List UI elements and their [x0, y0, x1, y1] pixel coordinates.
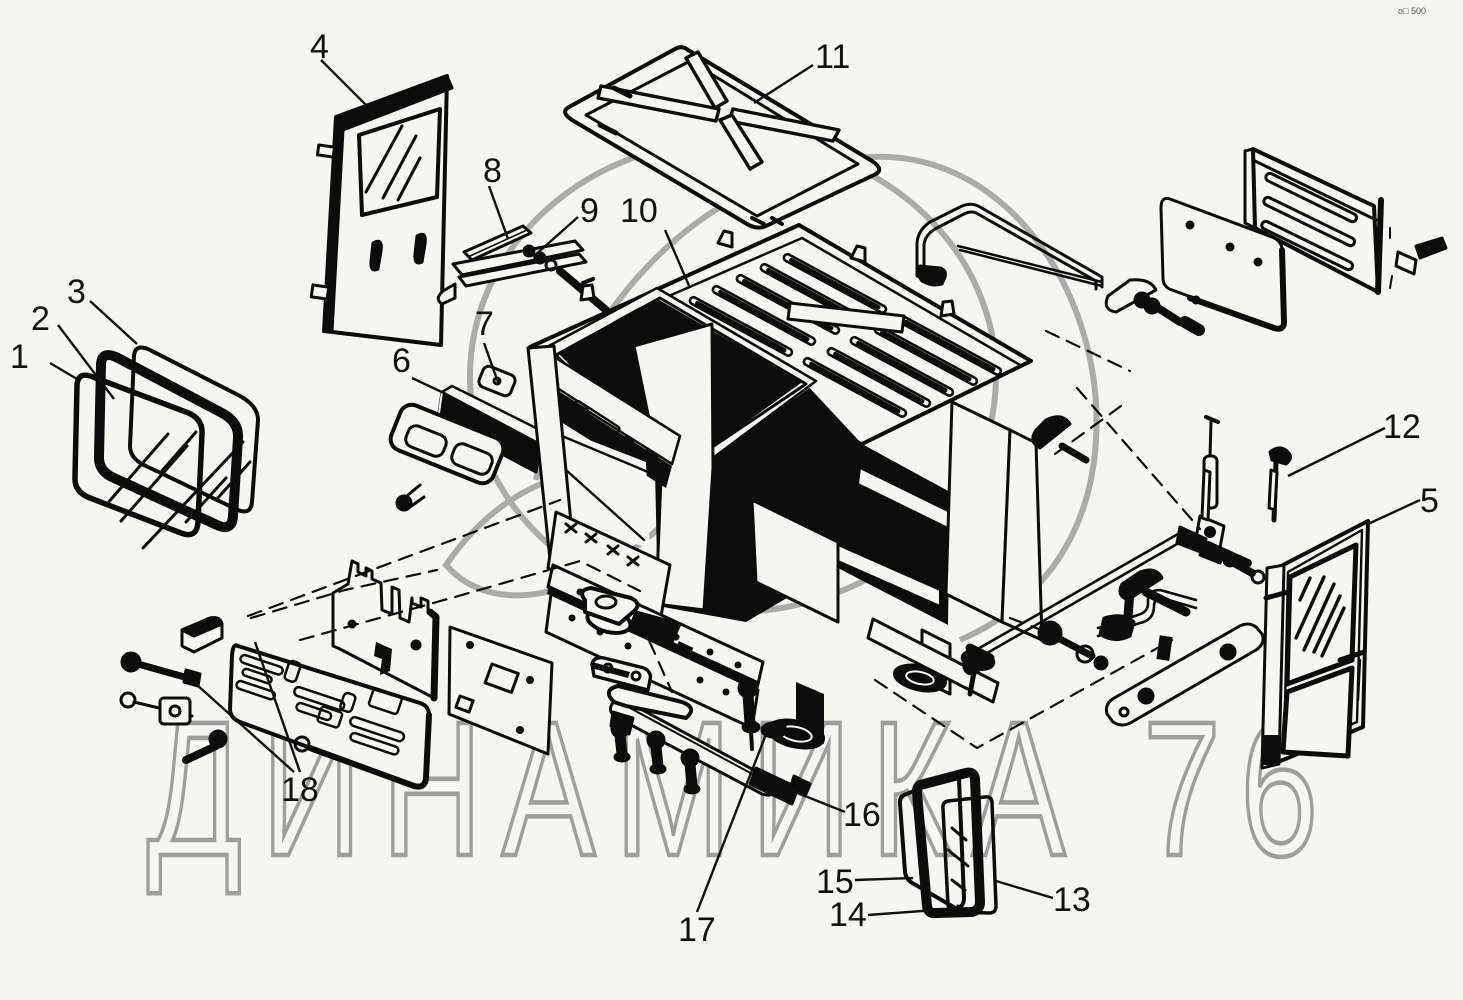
svg-text:14: 14 [829, 896, 867, 934]
svg-text:7: 7 [475, 305, 494, 343]
svg-text:11: 11 [815, 38, 850, 76]
svg-text:10: 10 [620, 192, 658, 230]
svg-text:13: 13 [1053, 881, 1091, 919]
svg-text:o□ 500: o□ 500 [1398, 6, 1426, 16]
svg-text:18: 18 [281, 771, 319, 809]
svg-text:17: 17 [678, 911, 716, 949]
svg-text:1: 1 [10, 338, 29, 376]
svg-text:12: 12 [1383, 408, 1421, 446]
svg-text:3: 3 [67, 273, 86, 311]
svg-text:16: 16 [843, 796, 881, 834]
svg-text:6: 6 [392, 342, 411, 380]
svg-text:2: 2 [31, 300, 50, 338]
svg-text:4: 4 [310, 28, 329, 66]
svg-text:5: 5 [1420, 482, 1439, 520]
svg-text:15: 15 [816, 863, 854, 901]
svg-text:9: 9 [580, 192, 599, 230]
svg-text:8: 8 [483, 152, 502, 190]
